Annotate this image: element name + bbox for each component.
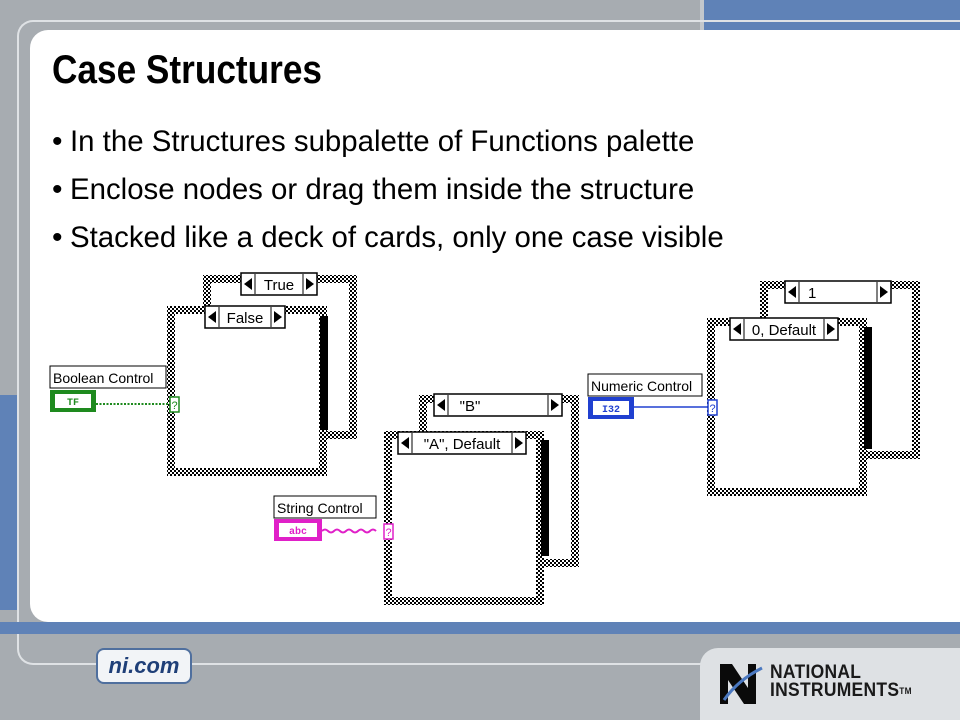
top-accent-divider	[700, 0, 704, 30]
boolean-terminal-text: TF	[67, 398, 79, 409]
string-terminal-text: abc	[289, 526, 307, 538]
boolean-back-case-selector[interactable]: True	[240, 272, 318, 296]
bottom-accent-band	[0, 622, 960, 634]
numeric-back-case-selector[interactable]: 1	[784, 280, 892, 304]
svg-text:?: ?	[385, 527, 391, 539]
slide-outer-frame	[17, 20, 960, 665]
bullet-list: •In the Structures subpalette of Functio…	[52, 118, 737, 262]
string-front-case-selector[interactable]: "A", Default	[397, 431, 527, 455]
bullet-dot-icon: •	[52, 173, 63, 206]
bullet-item: •Stacked like a deck of cards, only one …	[52, 214, 737, 262]
numeric-selector-terminal[interactable]: ?	[707, 399, 718, 416]
string-front-case-frame	[384, 431, 549, 605]
boolean-front-case-frame	[167, 306, 328, 476]
numeric-control-label: Numeric Control	[591, 378, 692, 394]
slide-title: Case Structures	[52, 48, 322, 92]
numeric-front-case-selector[interactable]: 0, Default	[729, 317, 839, 341]
string-back-case-selector[interactable]: "B"	[433, 393, 563, 417]
boolean-front-case-selector[interactable]: False	[204, 305, 286, 329]
bullet-item: •In the Structures subpalette of Functio…	[52, 118, 737, 166]
bullet-dot-icon: •	[52, 125, 63, 158]
boolean-front-case-label: False	[227, 310, 264, 327]
string-front-case-label: "A", Default	[424, 436, 501, 453]
boolean-selector-terminal[interactable]: ?	[169, 396, 180, 413]
string-wire	[321, 528, 377, 534]
boolean-back-case-label: True	[264, 277, 294, 294]
bullet-item: •Enclose nodes or drag them inside the s…	[52, 166, 737, 214]
bullet-dot-icon: •	[52, 221, 63, 254]
numeric-control[interactable]: Numeric Control I32	[587, 373, 703, 419]
string-control[interactable]: String Control abc	[273, 495, 377, 541]
ni-com-link[interactable]: ni.com	[96, 648, 192, 684]
national-instruments-wordmark: NATIONAL INSTRUMENTSTM	[770, 662, 912, 701]
svg-text:?: ?	[709, 403, 715, 415]
left-accent-band	[0, 395, 18, 610]
string-case-structure: "B" "A", Default String Control abc ?	[273, 393, 579, 605]
string-selector-terminal[interactable]: ?	[383, 523, 394, 540]
boolean-control-label: Boolean Control	[53, 370, 153, 386]
string-back-case-label: "B"	[460, 398, 481, 415]
string-control-label: String Control	[277, 500, 363, 516]
numeric-terminal-text: I32	[602, 405, 620, 416]
numeric-back-case-label: 1	[808, 285, 816, 302]
national-instruments-logo-icon	[720, 664, 763, 704]
svg-text:?: ?	[171, 400, 177, 412]
boolean-case-structure: True False Boolean Control TF ?	[49, 272, 357, 476]
numeric-case-structure: 1 0, Default Numeric Control I32 ?	[587, 280, 920, 496]
boolean-control[interactable]: Boolean Control TF	[49, 365, 167, 412]
numeric-front-case-frame	[707, 318, 872, 496]
numeric-front-case-label: 0, Default	[752, 322, 817, 339]
top-accent-band	[700, 0, 960, 30]
